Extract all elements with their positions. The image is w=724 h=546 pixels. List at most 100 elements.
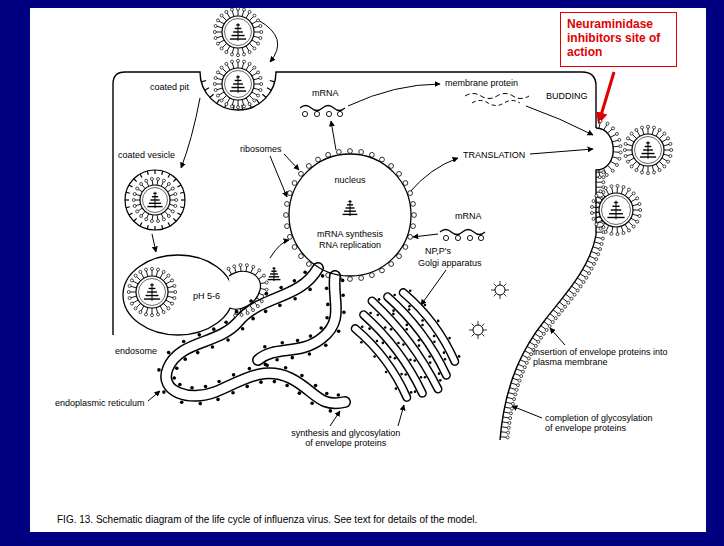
spike-knob	[259, 37, 262, 40]
spike-knob	[167, 182, 170, 185]
spike-knob	[639, 209, 642, 212]
spike-knob	[256, 305, 259, 308]
spike	[242, 47, 244, 53]
spike	[136, 204, 141, 205]
membrane-protein	[465, 94, 529, 106]
ribosome	[410, 391, 413, 394]
spike	[253, 88, 259, 90]
coat-bristle	[168, 174, 170, 177]
spike	[232, 47, 234, 53]
spike	[136, 276, 140, 280]
virus-matrix	[143, 188, 168, 213]
ribosome	[337, 393, 341, 397]
spike-knob	[576, 289, 579, 292]
rnp-branch	[235, 80, 242, 81]
ribosome	[212, 327, 216, 331]
spike-knob	[263, 294, 266, 297]
spike-knob	[214, 24, 217, 27]
envelope-spike	[522, 355, 527, 358]
rnp-branch	[609, 213, 623, 214]
spike	[631, 199, 636, 202]
ribosome	[308, 288, 312, 292]
envelope-spike	[513, 378, 519, 380]
coat-bristle	[201, 81, 206, 82]
endosome-membrane	[123, 255, 233, 335]
ribosome	[421, 324, 424, 327]
tube-lumen	[166, 268, 345, 403]
ribosome	[211, 345, 215, 349]
spike-knob	[520, 375, 523, 378]
coat-bristle	[267, 88, 271, 90]
spike-knob	[606, 122, 609, 125]
virus-particle	[213, 59, 262, 108]
ribosome	[424, 304, 427, 307]
ribosome	[382, 342, 385, 345]
spike-knob	[610, 232, 613, 235]
envelope-spike	[504, 294, 507, 297]
spike-knob	[225, 10, 228, 13]
spike	[146, 307, 148, 313]
spike	[249, 16, 253, 20]
spike-knob	[253, 14, 256, 17]
rnp-branch	[612, 206, 619, 207]
envelope-spike	[610, 135, 615, 138]
rnp-branch	[153, 193, 156, 194]
spike	[632, 134, 636, 138]
ribosome	[259, 380, 263, 384]
cell-membrane	[113, 72, 613, 440]
envelope-spike	[259, 276, 263, 279]
part-label: mRNA	[455, 211, 482, 221]
spike-knob	[545, 328, 548, 331]
spike-knob	[579, 285, 582, 288]
spike-knob	[243, 53, 246, 56]
spike-knob	[157, 313, 160, 316]
spike	[131, 286, 137, 288]
spike-knob	[213, 31, 216, 34]
spike-knob	[167, 274, 170, 277]
spike	[135, 200, 140, 201]
spike	[152, 308, 153, 314]
ribosome	[224, 320, 228, 324]
part-label: endoplasmic reticulum	[55, 398, 145, 408]
envelope-spike	[535, 334, 540, 337]
envelope-spike	[604, 125, 607, 130]
spike-knob	[225, 103, 228, 106]
envelope-spike	[566, 294, 571, 298]
spike-knob	[593, 262, 596, 265]
part-label: ribosomes	[240, 144, 282, 154]
spike-knob	[225, 51, 228, 54]
spike	[161, 182, 163, 187]
spike	[246, 98, 249, 103]
spike-knob	[214, 37, 217, 40]
ribosome	[411, 201, 416, 206]
spike-knob	[632, 225, 635, 228]
envelope-spike	[500, 436, 506, 438]
envelope-spike	[505, 290, 509, 291]
ribosome	[341, 279, 345, 283]
spike	[136, 194, 141, 195]
spike-knob	[604, 230, 607, 233]
arrow	[348, 84, 440, 106]
spike	[663, 144, 669, 146]
spike-knob	[518, 379, 521, 382]
rnp-branch	[150, 284, 154, 285]
spike-knob	[245, 264, 248, 267]
spike-knob	[511, 402, 514, 405]
envelope-spike	[550, 314, 555, 318]
ribosome	[303, 270, 307, 274]
spike	[227, 65, 230, 70]
spike	[227, 46, 230, 51]
spike-knob	[162, 270, 165, 273]
spike-knob	[257, 42, 260, 45]
spike	[238, 10, 239, 16]
virus-envelope	[222, 16, 254, 48]
ribosome	[408, 308, 411, 311]
ribosome	[190, 386, 194, 390]
ribosome	[455, 235, 460, 240]
ribosome	[409, 358, 412, 361]
rnp-branch	[231, 35, 244, 36]
spike	[252, 73, 257, 76]
ribosome	[198, 402, 202, 406]
part-label: insertion of envelope proteins into plas…	[533, 347, 677, 368]
